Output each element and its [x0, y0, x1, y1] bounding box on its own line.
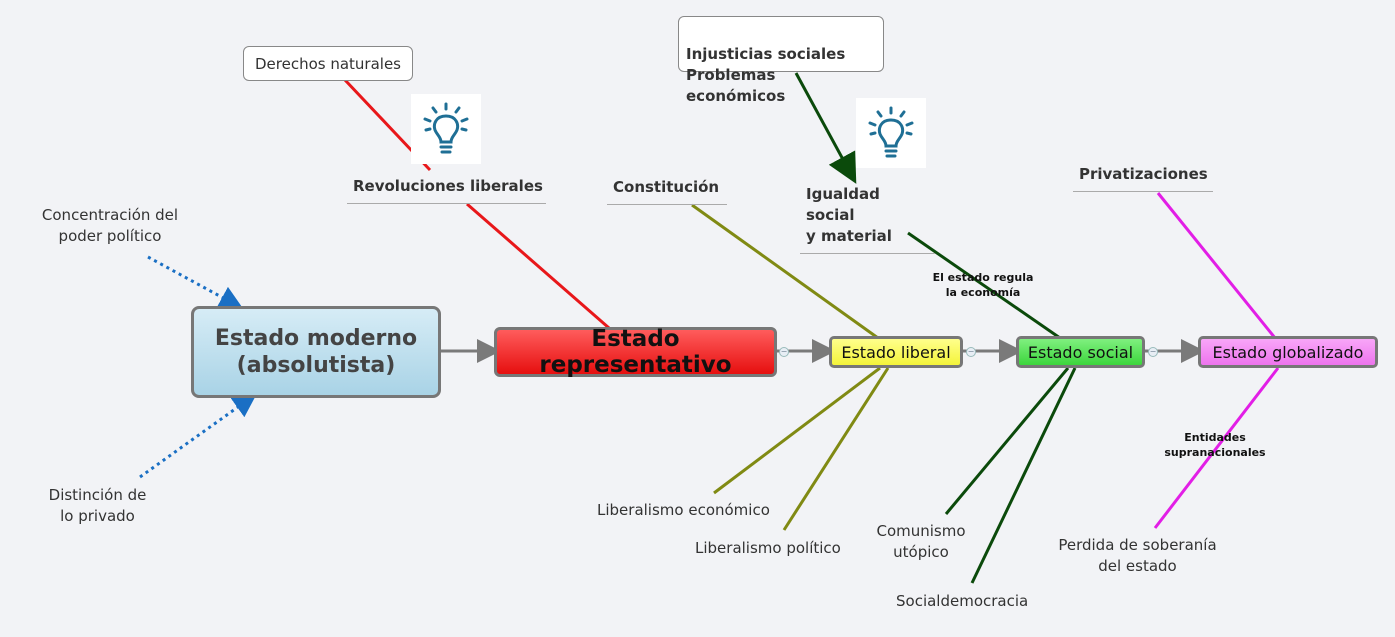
lightbulb-icon	[856, 98, 926, 168]
label-perdida-soberania[interactable]: Perdida de soberanía del estado	[1058, 536, 1217, 575]
label-revoluciones-liberales[interactable]: Revoluciones liberales	[347, 176, 546, 204]
label-igualdad-social[interactable]: Igualdad social y material	[800, 184, 935, 254]
label-privatizaciones[interactable]: Privatizaciones	[1073, 164, 1213, 192]
collapse-toggle-representativo[interactable]: −	[779, 347, 789, 357]
collapse-toggle-liberal[interactable]: −	[966, 347, 976, 357]
branch-privatizaciones	[1156, 192, 1277, 339]
lightbulb-icon	[411, 94, 481, 164]
arrow-concentracion	[147, 255, 244, 309]
node-estado-liberal[interactable]: Estado liberal	[829, 336, 963, 368]
callout-injusticias[interactable]: Injusticias sociales Problemas económico…	[678, 16, 884, 105]
label-comunismo-utopico[interactable]: Comunismo utópico	[876, 522, 966, 561]
label-liberalismo-economico[interactable]: Liberalismo económico	[597, 501, 770, 519]
node-estado-liberal-label: Estado liberal	[841, 342, 951, 362]
label-distincion[interactable]: Distinción de lo privado	[48, 486, 147, 525]
collapse-toggle-social[interactable]: −	[1148, 347, 1158, 357]
branch-perdida-soberania	[1153, 367, 1280, 529]
node-estado-globalizado-label: Estado globalizado	[1212, 342, 1364, 362]
node-estado-representativo[interactable]: Estado representativo	[494, 326, 777, 378]
node-estado-representativo-label: Estado representativo	[539, 326, 732, 378]
branch-socialdemocracia	[970, 367, 1077, 584]
node-estado-social-label: Estado social	[1027, 342, 1134, 362]
label-concentracion[interactable]: Concentración del poder político	[41, 206, 179, 245]
node-estado-globalizado[interactable]: Estado globalizado	[1198, 336, 1378, 368]
branch-constitucion	[691, 203, 879, 340]
label-constitucion[interactable]: Constitución	[607, 177, 727, 205]
branch-revoluciones-liberales	[466, 202, 610, 330]
arrow-distincion	[139, 393, 257, 479]
arrow-injusticias-igualdad	[794, 72, 857, 184]
label-socialdemocracia[interactable]: Socialdemocracia	[896, 592, 1029, 610]
label-liberalismo-politico[interactable]: Liberalismo político	[695, 539, 841, 557]
callout-derechos-naturales-label: Derechos naturales	[254, 54, 401, 73]
branch-liberalismo-politico	[782, 367, 890, 531]
callout-derechos-naturales[interactable]: Derechos naturales	[243, 46, 413, 81]
branch-comunismo	[944, 367, 1070, 515]
callout-injusticias-label: Injusticias sociales Problemas económico…	[686, 45, 846, 105]
branch-igualdad-social	[907, 231, 1061, 340]
label-estado-regula[interactable]: El estado regula la economía	[932, 271, 1034, 299]
node-estado-social[interactable]: Estado social	[1016, 336, 1145, 368]
label-entidades-supranacionales[interactable]: Entidades supranacionales	[1164, 431, 1266, 459]
node-estado-moderno-label: Estado moderno (absolutista)	[214, 326, 418, 378]
node-estado-moderno[interactable]: Estado moderno (absolutista)	[191, 306, 441, 398]
branch-liberalismo-economico	[713, 366, 881, 495]
